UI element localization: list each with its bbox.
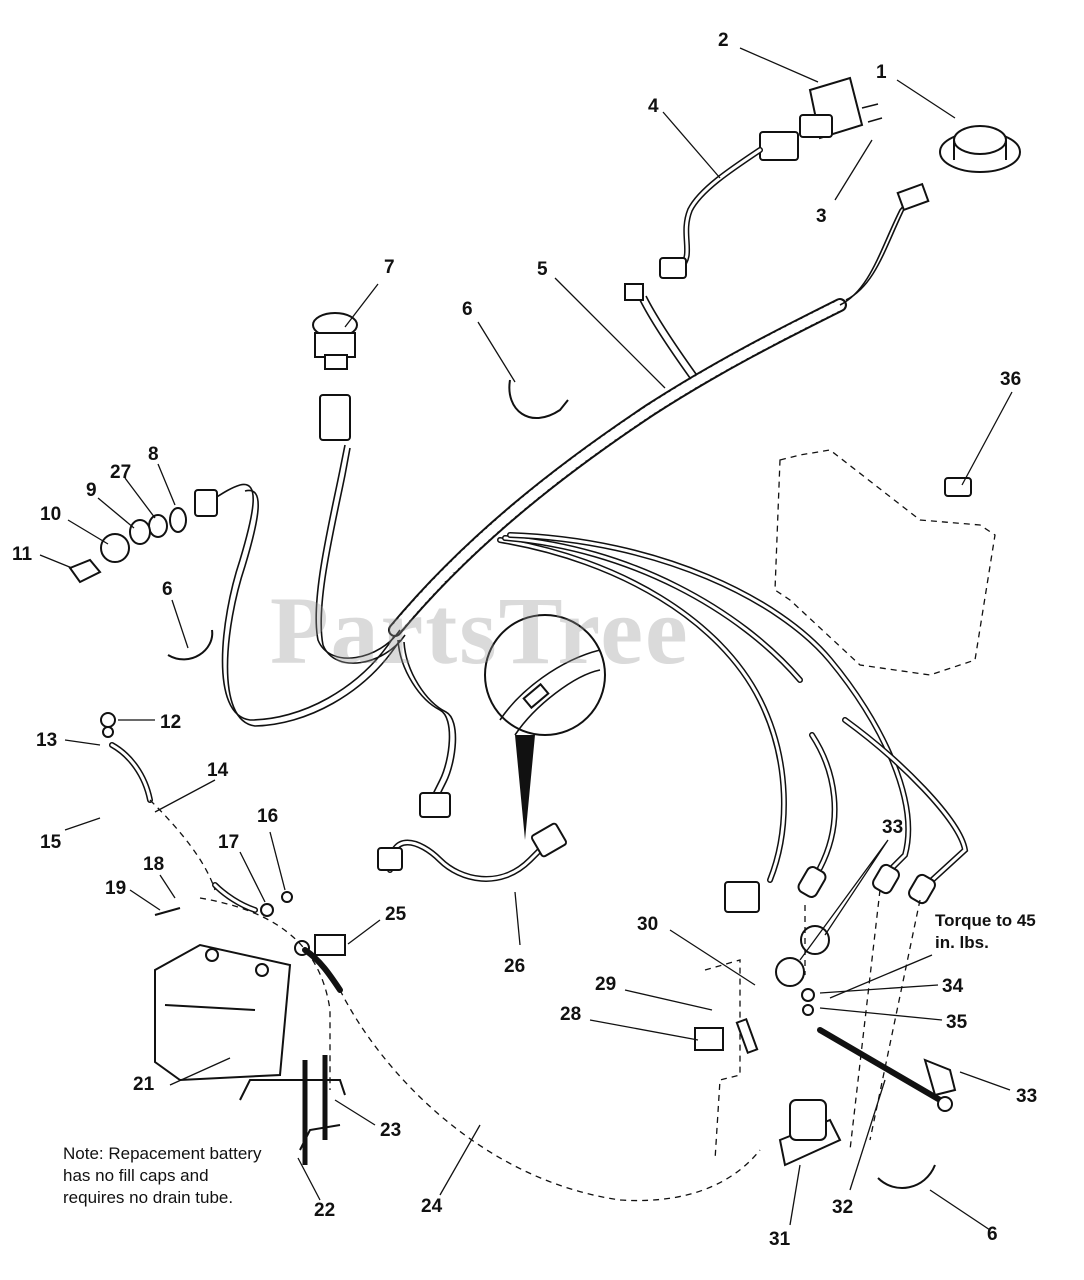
callout-8: 8 xyxy=(148,444,159,465)
ignition-switch-assembly xyxy=(68,489,218,584)
callout-6: 6 xyxy=(462,299,473,320)
part-36-battery-box xyxy=(774,449,996,676)
callout-6c: 6 xyxy=(987,1224,998,1245)
main-wire-harness xyxy=(211,182,969,913)
part-7-pto-switch xyxy=(312,312,358,441)
callout-33b: 33 xyxy=(1016,1086,1037,1107)
callout-29: 29 xyxy=(595,974,616,995)
callout-28: 28 xyxy=(560,1004,581,1025)
torque-note: Torque to 45 in. lbs. xyxy=(935,911,1036,952)
callout-36: 36 xyxy=(1000,369,1021,390)
callout-10: 10 xyxy=(40,504,61,525)
callout-23: 23 xyxy=(380,1120,401,1141)
callout-30: 30 xyxy=(637,914,658,935)
callout-3: 3 xyxy=(816,206,827,227)
callout-16: 16 xyxy=(257,806,278,827)
lead-wire-26 xyxy=(377,792,568,882)
callout-26: 26 xyxy=(504,956,525,977)
battery-note: Note: Repacement battery has no fill cap… xyxy=(63,1144,262,1207)
part-4-coil-wire xyxy=(659,147,763,279)
callout-1: 1 xyxy=(876,62,887,83)
callout-6b: 6 xyxy=(162,579,173,600)
callout-14: 14 xyxy=(207,760,229,781)
callout-9: 9 xyxy=(86,480,97,501)
callout-7: 7 xyxy=(384,257,395,278)
part-1-alarm xyxy=(939,125,1021,173)
callout-33a: 33 xyxy=(882,817,903,838)
callout-18: 18 xyxy=(143,854,164,875)
callout-34: 34 xyxy=(942,976,964,997)
callout-31: 31 xyxy=(769,1229,791,1250)
callout-15: 15 xyxy=(40,832,62,853)
callout-5: 5 xyxy=(537,259,548,280)
callout-35: 35 xyxy=(946,1012,968,1033)
part-2-switch-bracket xyxy=(759,76,883,161)
callout-13: 13 xyxy=(36,730,57,751)
callout-19: 19 xyxy=(105,878,126,899)
callout-32: 32 xyxy=(832,1197,853,1218)
callout-12: 12 xyxy=(160,712,181,733)
callout-24: 24 xyxy=(421,1196,443,1217)
callout-4: 4 xyxy=(648,96,659,117)
callout-labels: 1 2 3 4 5 6 7 36 8 27 9 10 11 6 12 13 14… xyxy=(12,30,1037,1250)
part-6-clips xyxy=(167,379,936,1189)
battery-cables xyxy=(100,712,761,1202)
starter-solenoid xyxy=(694,889,957,1167)
callout-2: 2 xyxy=(718,30,729,51)
connector-detail-inset xyxy=(484,614,606,840)
callout-27: 27 xyxy=(110,462,131,483)
callout-17: 17 xyxy=(218,832,239,853)
callout-leaders xyxy=(39,47,1013,1231)
callout-22: 22 xyxy=(314,1200,335,1221)
callout-25: 25 xyxy=(385,904,407,925)
callout-11: 11 xyxy=(12,544,33,565)
callout-21: 21 xyxy=(133,1074,155,1095)
